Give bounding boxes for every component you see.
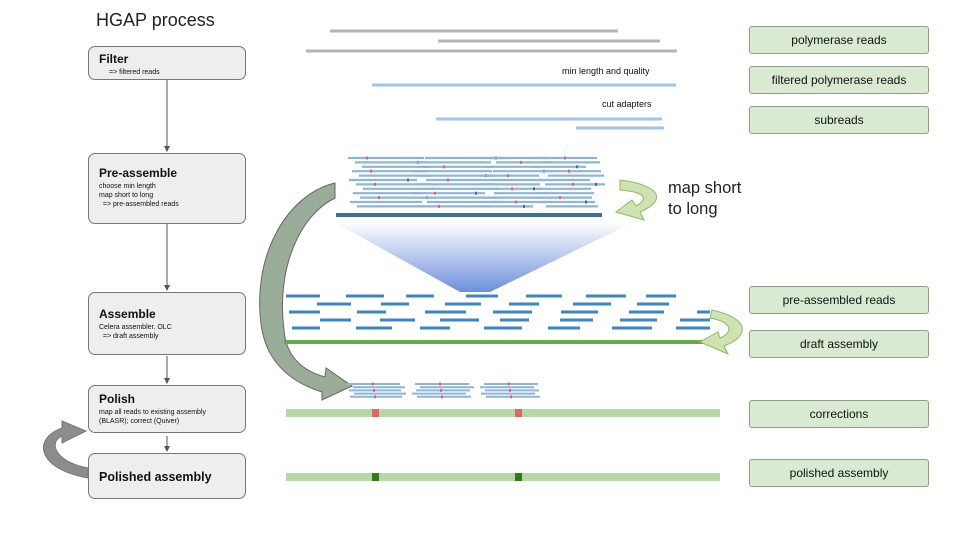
step-polished-assembly: Polished assembly [88, 453, 246, 499]
step-desc: => filtered reads [109, 69, 160, 76]
mismatch-mark [372, 382, 374, 386]
mismatch-mark [373, 388, 375, 392]
mismatch-mark [374, 182, 376, 186]
mismatch-mark [366, 156, 368, 160]
label-subreads: subreads [749, 106, 929, 134]
step-preassemble: Pre-assemble choose min length map short… [88, 153, 246, 224]
mismatch-mark [447, 178, 449, 182]
error-marker [515, 409, 522, 417]
step-filter: Filter => filtered reads [88, 46, 246, 80]
mismatch-mark [568, 169, 570, 173]
mismatch-mark [533, 187, 535, 191]
polished-contig-bar [286, 473, 720, 481]
assemble-reads [286, 294, 710, 330]
mismatch-mark [475, 191, 477, 195]
draft-curved-arrow [698, 309, 743, 355]
polish-pileups [348, 382, 540, 399]
map-short-to-long-arrow [614, 179, 658, 221]
filtered-reads [372, 83, 676, 130]
draft-contig-bar [286, 409, 720, 417]
label-polished-assembly: polished assembly [749, 459, 929, 487]
label-filtered-polymerase-reads: filtered polymerase reads [749, 66, 929, 94]
label-corrections: corrections [749, 400, 929, 428]
mismatch-mark [585, 200, 587, 204]
step-desc: map all reads to existing assembly (BLAS… [99, 409, 206, 425]
step-name: Polished assembly [99, 470, 212, 484]
mismatch-mark [508, 382, 510, 386]
mismatch-mark [440, 388, 442, 392]
preassemble-pileup [348, 156, 605, 208]
mismatch-mark [509, 388, 511, 392]
polish-loop-arrow [43, 420, 89, 479]
mismatch-mark [438, 204, 440, 208]
mismatch-mark [507, 174, 509, 178]
mismatch-mark [443, 165, 445, 169]
mismatch-mark [559, 196, 561, 200]
mismatch-mark [595, 182, 597, 186]
mismatch-mark [510, 395, 512, 399]
step-name: Assemble [99, 307, 156, 321]
label-pre-assembled-reads: pre-assembled reads [749, 286, 929, 314]
error-marker [372, 409, 379, 417]
mismatch-mark [515, 200, 517, 204]
transfer-arrow [259, 182, 354, 401]
page-title: HGAP process [96, 10, 215, 30]
step-name: Pre-assemble [99, 166, 178, 180]
fixed-marker [372, 473, 379, 481]
mismatch-mark [378, 196, 380, 200]
mismatch-mark [564, 156, 566, 160]
step-assemble: Assemble Celera assembler. OLC => draft … [88, 292, 246, 355]
mismatch-mark [523, 204, 525, 208]
mismatch-mark [370, 169, 372, 173]
mismatch-mark [407, 178, 409, 182]
label-draft-assembly: draft assembly [749, 330, 929, 358]
mismatch-mark [511, 187, 513, 191]
mismatch-mark [374, 395, 376, 399]
step-name: Polish [99, 392, 136, 406]
mismatch-mark [441, 395, 443, 399]
label-polymerase-reads: polymerase reads [749, 26, 929, 54]
step-name: Filter [99, 52, 129, 66]
mismatch-mark [434, 191, 436, 195]
note-map-short-to-long: map short to long [668, 179, 742, 218]
mismatch-mark [520, 160, 522, 164]
zoom-funnel [334, 222, 634, 292]
step-desc: Celera assembler. OLC => draft assembly [99, 324, 172, 340]
mismatch-mark [572, 182, 574, 186]
note-min-length: min length and quality [562, 66, 650, 76]
mismatch-mark [439, 382, 441, 386]
mismatch-mark [576, 165, 578, 169]
step-polish: Polish map all reads to existing assembl… [88, 385, 246, 433]
polymerase-reads [306, 29, 677, 53]
fixed-marker [515, 473, 522, 481]
step-desc: choose min length map short to long => p… [99, 183, 179, 208]
note-cut-adapters: cut adapters [602, 99, 652, 109]
